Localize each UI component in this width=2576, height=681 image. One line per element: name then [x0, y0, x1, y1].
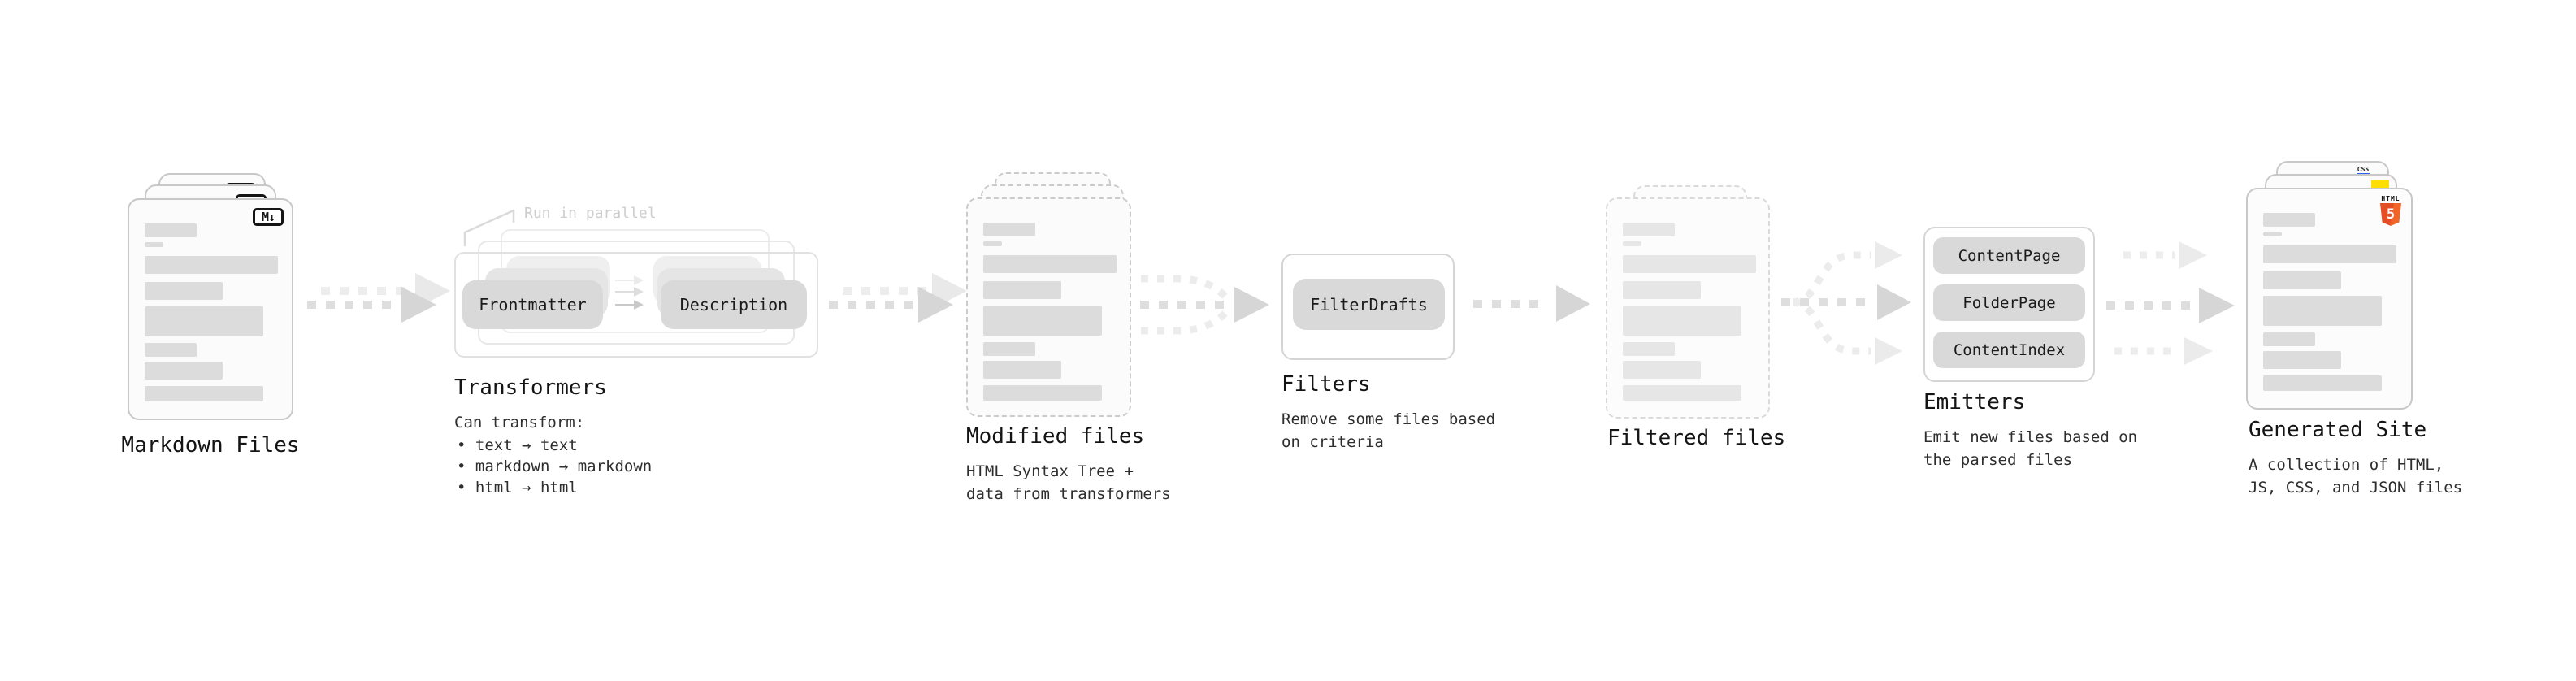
doc-line-bar — [1623, 241, 1641, 246]
capability-item: • markdown → markdown — [457, 458, 653, 475]
doc-line-bar — [2263, 296, 2382, 326]
run-in-parallel-annotation: Run in parallel — [524, 205, 657, 222]
doc-line-bar — [145, 256, 278, 274]
doc-line-bar — [145, 362, 223, 380]
document-placeholder-lines — [1623, 223, 1756, 401]
arrow-modified-to-filters — [1140, 275, 1269, 335]
markdown-icon: M↓ — [253, 208, 284, 226]
contentindex-node: ContentIndex — [1933, 332, 2085, 368]
generated-site-description: A collection of HTML, JS, CSS, and JSON … — [2249, 456, 2463, 497]
arrow-emitters-to-generated — [2106, 241, 2235, 365]
stage-label-modified-files: Modified files — [966, 424, 1145, 449]
doc-line-bar — [2263, 332, 2315, 346]
doc-line-bar — [983, 385, 1102, 401]
doc-line-bar — [2263, 245, 2396, 263]
transformer-node-arrows — [615, 275, 644, 310]
doc-line-bar — [2263, 375, 2382, 391]
stage-label-transformers: Transformers — [454, 375, 607, 400]
html5-shield: 5 — [2380, 203, 2401, 226]
doc-line-bar — [983, 281, 1061, 299]
doc-line-bar — [145, 242, 163, 247]
doc-line-bar — [2263, 232, 2282, 236]
markdown-file-stack: M↓ M↓ M↓ — [128, 173, 293, 420]
stage-label-emitters: Emitters — [1923, 390, 2026, 414]
document-placeholder-lines — [145, 223, 278, 401]
document-placeholder-lines — [2263, 213, 2396, 391]
doc-line-bar — [983, 306, 1102, 336]
document-card-front — [1606, 197, 1770, 419]
document-card-front-html: HTML 5 — [2246, 188, 2413, 410]
html5-icon: HTML 5 — [2379, 195, 2402, 226]
doc-line-bar — [2263, 351, 2341, 369]
filtered-file-stack — [1606, 185, 1770, 419]
frontmatter-node: Frontmatter — [462, 280, 603, 329]
doc-line-bar — [145, 306, 263, 336]
stage-label-filtered-files: Filtered files — [1607, 426, 1786, 450]
doc-line-bar — [145, 223, 197, 237]
stage-label-markdown-files: Markdown Files — [121, 433, 300, 458]
document-card-front — [966, 197, 1131, 417]
folderpage-node: FolderPage — [1933, 284, 2085, 321]
doc-line-bar — [983, 241, 1002, 246]
generated-site-stack: CSS HTML 5 — [2246, 161, 2413, 410]
document-card-front: M↓ — [128, 198, 293, 420]
transformers-description: Can transform: — [454, 414, 585, 432]
arrow-filtered-to-emitters — [1781, 241, 1911, 365]
modified-file-stack — [966, 172, 1131, 417]
doc-line-bar — [1623, 342, 1675, 356]
emitters-description: Emit new files based on the parsed files — [1923, 428, 2138, 469]
doc-line-bar — [983, 361, 1061, 379]
contentpage-node: ContentPage — [1933, 237, 2085, 274]
doc-line-bar — [145, 386, 263, 401]
filters-description: Remove some files based on criteria — [1281, 410, 1496, 451]
doc-line-bar — [2263, 213, 2315, 227]
doc-line-bar — [145, 343, 197, 357]
document-placeholder-lines — [983, 223, 1117, 401]
capability-item: • text → text — [457, 436, 578, 454]
doc-line-bar — [1623, 281, 1701, 299]
transformers-capability-list: • text → text • markdown → markdown • ht… — [457, 435, 652, 498]
filterdrafts-node: FilterDrafts — [1293, 279, 1445, 330]
doc-line-bar — [1623, 223, 1675, 236]
modified-files-description: HTML Syntax Tree + data from transformer… — [966, 462, 1171, 503]
arrow-markdown-to-transformers — [307, 287, 436, 323]
doc-line-bar — [2263, 271, 2341, 289]
stage-label-generated-site: Generated Site — [2249, 418, 2427, 442]
doc-line-bar — [1623, 306, 1741, 336]
doc-line-bar — [145, 282, 223, 300]
doc-line-bar — [983, 223, 1035, 236]
stage-label-filters: Filters — [1281, 372, 1371, 397]
transformer-run-box-front — [454, 252, 818, 358]
doc-line-bar — [1623, 361, 1701, 379]
doc-line-bar — [1623, 255, 1756, 273]
arrow-filters-to-filtered — [1473, 285, 1590, 322]
doc-line-bar — [983, 255, 1117, 273]
doc-line-bar — [983, 342, 1035, 356]
run-in-parallel-callout-line — [463, 209, 515, 247]
capability-item: • html → html — [457, 479, 578, 497]
doc-line-bar — [1623, 385, 1741, 401]
description-node: Description — [661, 280, 807, 329]
arrow-transformers-to-modified — [829, 287, 953, 323]
